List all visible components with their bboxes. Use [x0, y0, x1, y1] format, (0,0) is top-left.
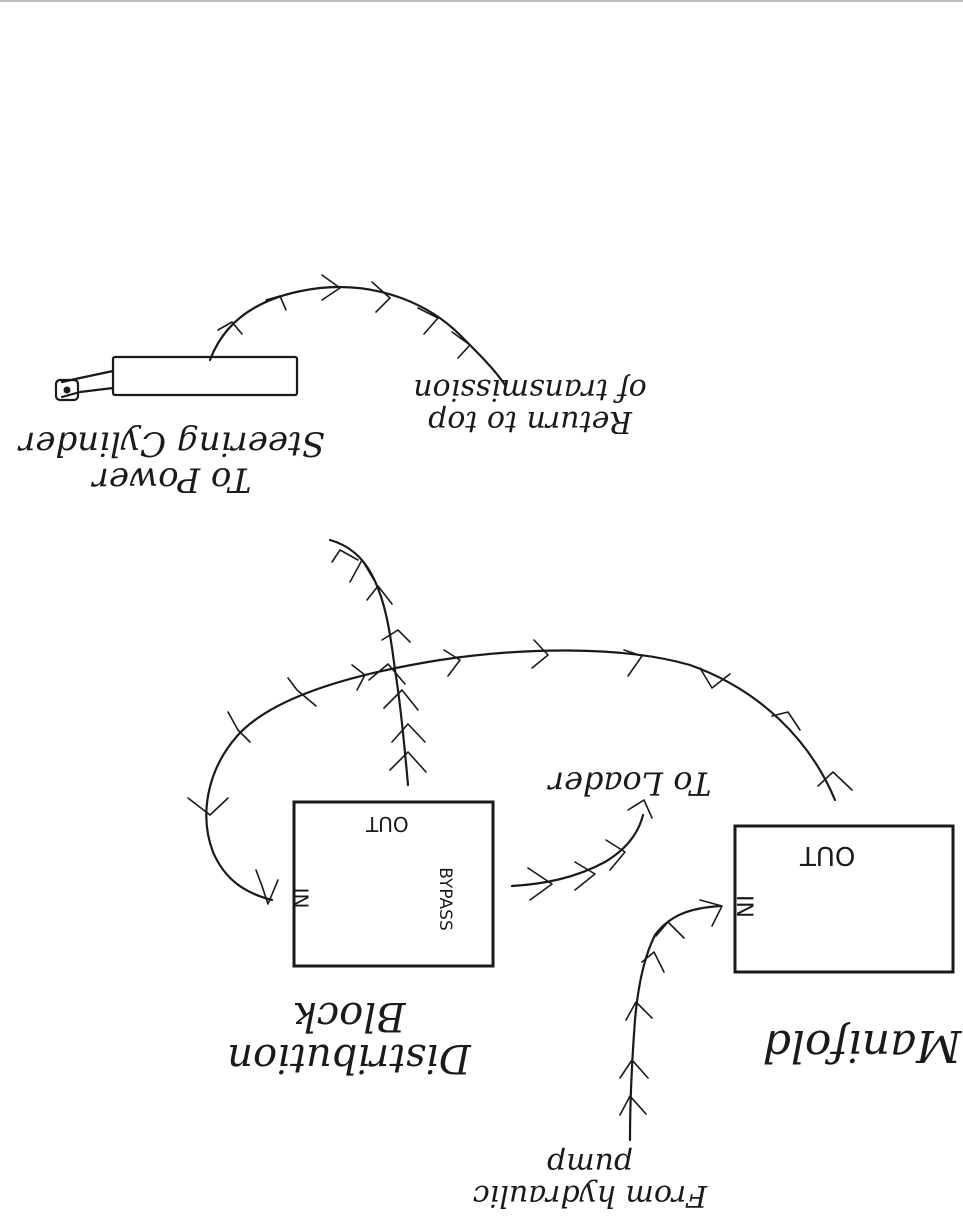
cylinder-barrel: [111, 355, 299, 397]
bypass-to-loader-arrows: [527, 799, 653, 901]
from-pump-label: From hydraulic pump: [472, 1146, 708, 1214]
manifold-in-port: IN: [730, 895, 756, 918]
manifold-to-distribution-arrows: [187, 639, 853, 905]
pump-to-manifold-line: [628, 904, 722, 1142]
distribution-bypass-port: BYPASS: [434, 867, 455, 931]
steering-cylinder-label: To Power Steering Cylinder: [19, 423, 325, 500]
return-line-arrows: [217, 274, 471, 359]
manifold-out-port: OUT: [800, 840, 856, 870]
distribution-to-steering-arrows: [331, 549, 427, 773]
return-line: [208, 286, 507, 387]
to-loader-label: To Loader: [548, 764, 712, 803]
return-to-transmission-label: Return to top of transmission: [413, 372, 647, 440]
distribution-block-label: Distribution Block: [227, 993, 471, 1081]
distribution-out-port: OUT: [366, 812, 409, 836]
cylinder-pin: [63, 386, 71, 394]
manifold-label: Manifold: [762, 1020, 962, 1072]
pump-to-manifold-arrows: [619, 899, 723, 1116]
distribution-in-port: IN: [288, 887, 313, 909]
manifold-to-distribution-line: [205, 649, 837, 902]
cylinder-eye: [54, 378, 80, 402]
cylinder-rod: [60, 369, 115, 399]
distribution-to-steering-line: [328, 538, 410, 787]
bypass-to-loader-line: [510, 813, 645, 888]
scan-edge: [0, 0, 963, 2]
distribution-block: [292, 800, 495, 968]
manifold-block: [733, 824, 955, 974]
steering-cylinder: [54, 355, 299, 402]
